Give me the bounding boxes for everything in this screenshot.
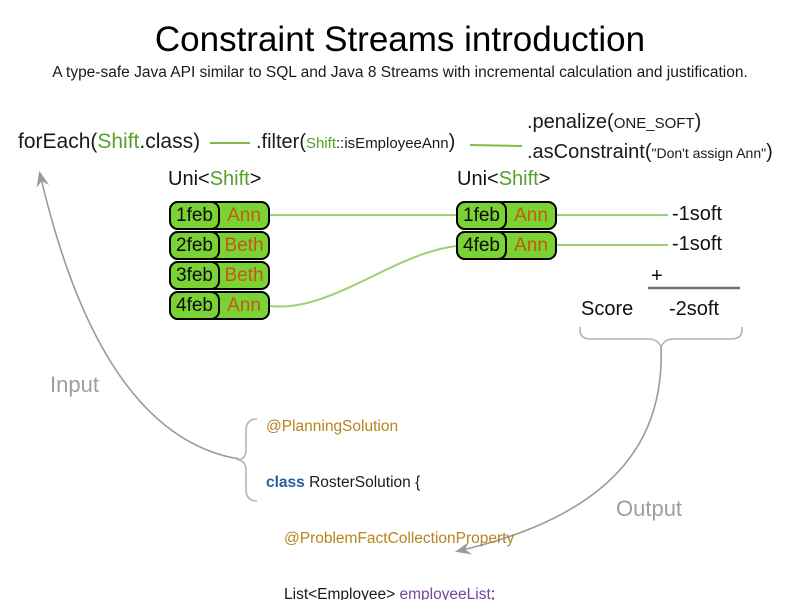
plus-sign: + xyxy=(651,265,663,287)
foreach-post: .class) xyxy=(139,130,201,153)
row-score: -1soft xyxy=(672,233,723,255)
shift-employee-cell: Ann xyxy=(514,234,548,256)
field-name: employeeList xyxy=(399,585,491,600)
code-line-employee-list: List<Employee> employeeList; xyxy=(266,585,525,600)
code-line-problem-fact: @ProblemFactCollectionProperty xyxy=(266,529,525,549)
shift-row: 3feb Beth xyxy=(169,261,270,290)
shift-date-cell: 3feb xyxy=(169,261,220,290)
annotation: @PlanningSolution xyxy=(266,417,399,435)
output-label: Output xyxy=(616,496,683,521)
shift-row: 1feb Ann xyxy=(169,201,270,230)
shift-employee-cell: Ann xyxy=(227,294,261,316)
penalize-pre: .penalize( xyxy=(527,111,614,133)
filter-method: ::isEmployeeAnn xyxy=(336,135,449,152)
code-line-planning-solution: @PlanningSolution xyxy=(266,417,525,437)
connector-filter-penalize xyxy=(469,144,523,147)
shift-date-cell: 4feb xyxy=(456,231,507,260)
penalize-call: .penalize(ONE_SOFT) xyxy=(527,111,701,134)
shift-employee-cell: Beth xyxy=(224,234,264,256)
penalize-arg: ONE_SOFT xyxy=(613,115,695,132)
penalize-close: ) xyxy=(694,111,702,133)
foreach-call: forEach(Shift.class) xyxy=(18,130,200,154)
code-block: @PlanningSolution class RosterSolution {… xyxy=(266,381,525,600)
shift-date-cell: 4feb xyxy=(169,291,220,320)
foreach-pre: forEach( xyxy=(18,130,98,153)
page-subtitle: A type-safe Java API similar to SQL and … xyxy=(52,64,748,81)
input-label: Input xyxy=(50,372,99,397)
label-type: Shift xyxy=(498,168,539,190)
shift-date-cell: 2feb xyxy=(169,231,220,260)
type-decl: List<Employee> xyxy=(284,585,400,600)
shift-employee-cell: Ann xyxy=(514,204,548,226)
label-pre: Uni< xyxy=(457,168,499,190)
foreach-type: Shift xyxy=(97,130,140,153)
asconstraint-pre: .asConstraint( xyxy=(527,141,652,163)
label-post: > xyxy=(538,168,551,190)
shift-row: 1feb Ann xyxy=(456,201,557,230)
semicolon: ; xyxy=(490,585,496,600)
code-brace xyxy=(236,418,258,502)
asconstraint-arg: "Don't assign Ann" xyxy=(651,145,767,161)
shift-employee-cell: Beth xyxy=(224,264,264,286)
asconstraint-call: .asConstraint("Don't assign Ann") xyxy=(527,141,773,164)
connector-row-4feb xyxy=(269,245,457,308)
shift-row: 4feb Ann xyxy=(169,291,270,320)
score-total: -2soft xyxy=(669,298,720,320)
shift-date-cell: 1feb xyxy=(169,201,220,230)
code-line-class: class RosterSolution { xyxy=(266,473,525,493)
label-type: Shift xyxy=(209,168,250,190)
annotation: @ProblemFactCollectionProperty xyxy=(284,529,515,547)
shift-employee-cell: Ann xyxy=(227,204,261,226)
page-title: Constraint Streams introduction xyxy=(154,20,646,59)
right-stream-label: Uni<Shift> xyxy=(457,168,550,191)
filter-pre: .filter( xyxy=(256,131,306,153)
filter-close: ) xyxy=(448,131,456,153)
score-label: Score xyxy=(581,298,634,320)
score-brace xyxy=(579,327,743,350)
shift-row: 2feb Beth xyxy=(169,231,270,260)
filter-call: .filter(Shift::isEmployeeAnn) xyxy=(256,131,455,154)
class-name: RosterSolution { xyxy=(304,473,421,491)
label-pre: Uni< xyxy=(168,168,210,190)
shift-date-cell: 1feb xyxy=(456,201,507,230)
shift-row: 4feb Ann xyxy=(456,231,557,260)
class-keyword: class xyxy=(266,473,305,491)
filter-type: Shift xyxy=(306,135,337,152)
asconstraint-close: ) xyxy=(766,141,773,163)
label-post: > xyxy=(249,168,262,190)
row-score: -1soft xyxy=(672,203,723,225)
left-stream-label: Uni<Shift> xyxy=(168,168,261,191)
